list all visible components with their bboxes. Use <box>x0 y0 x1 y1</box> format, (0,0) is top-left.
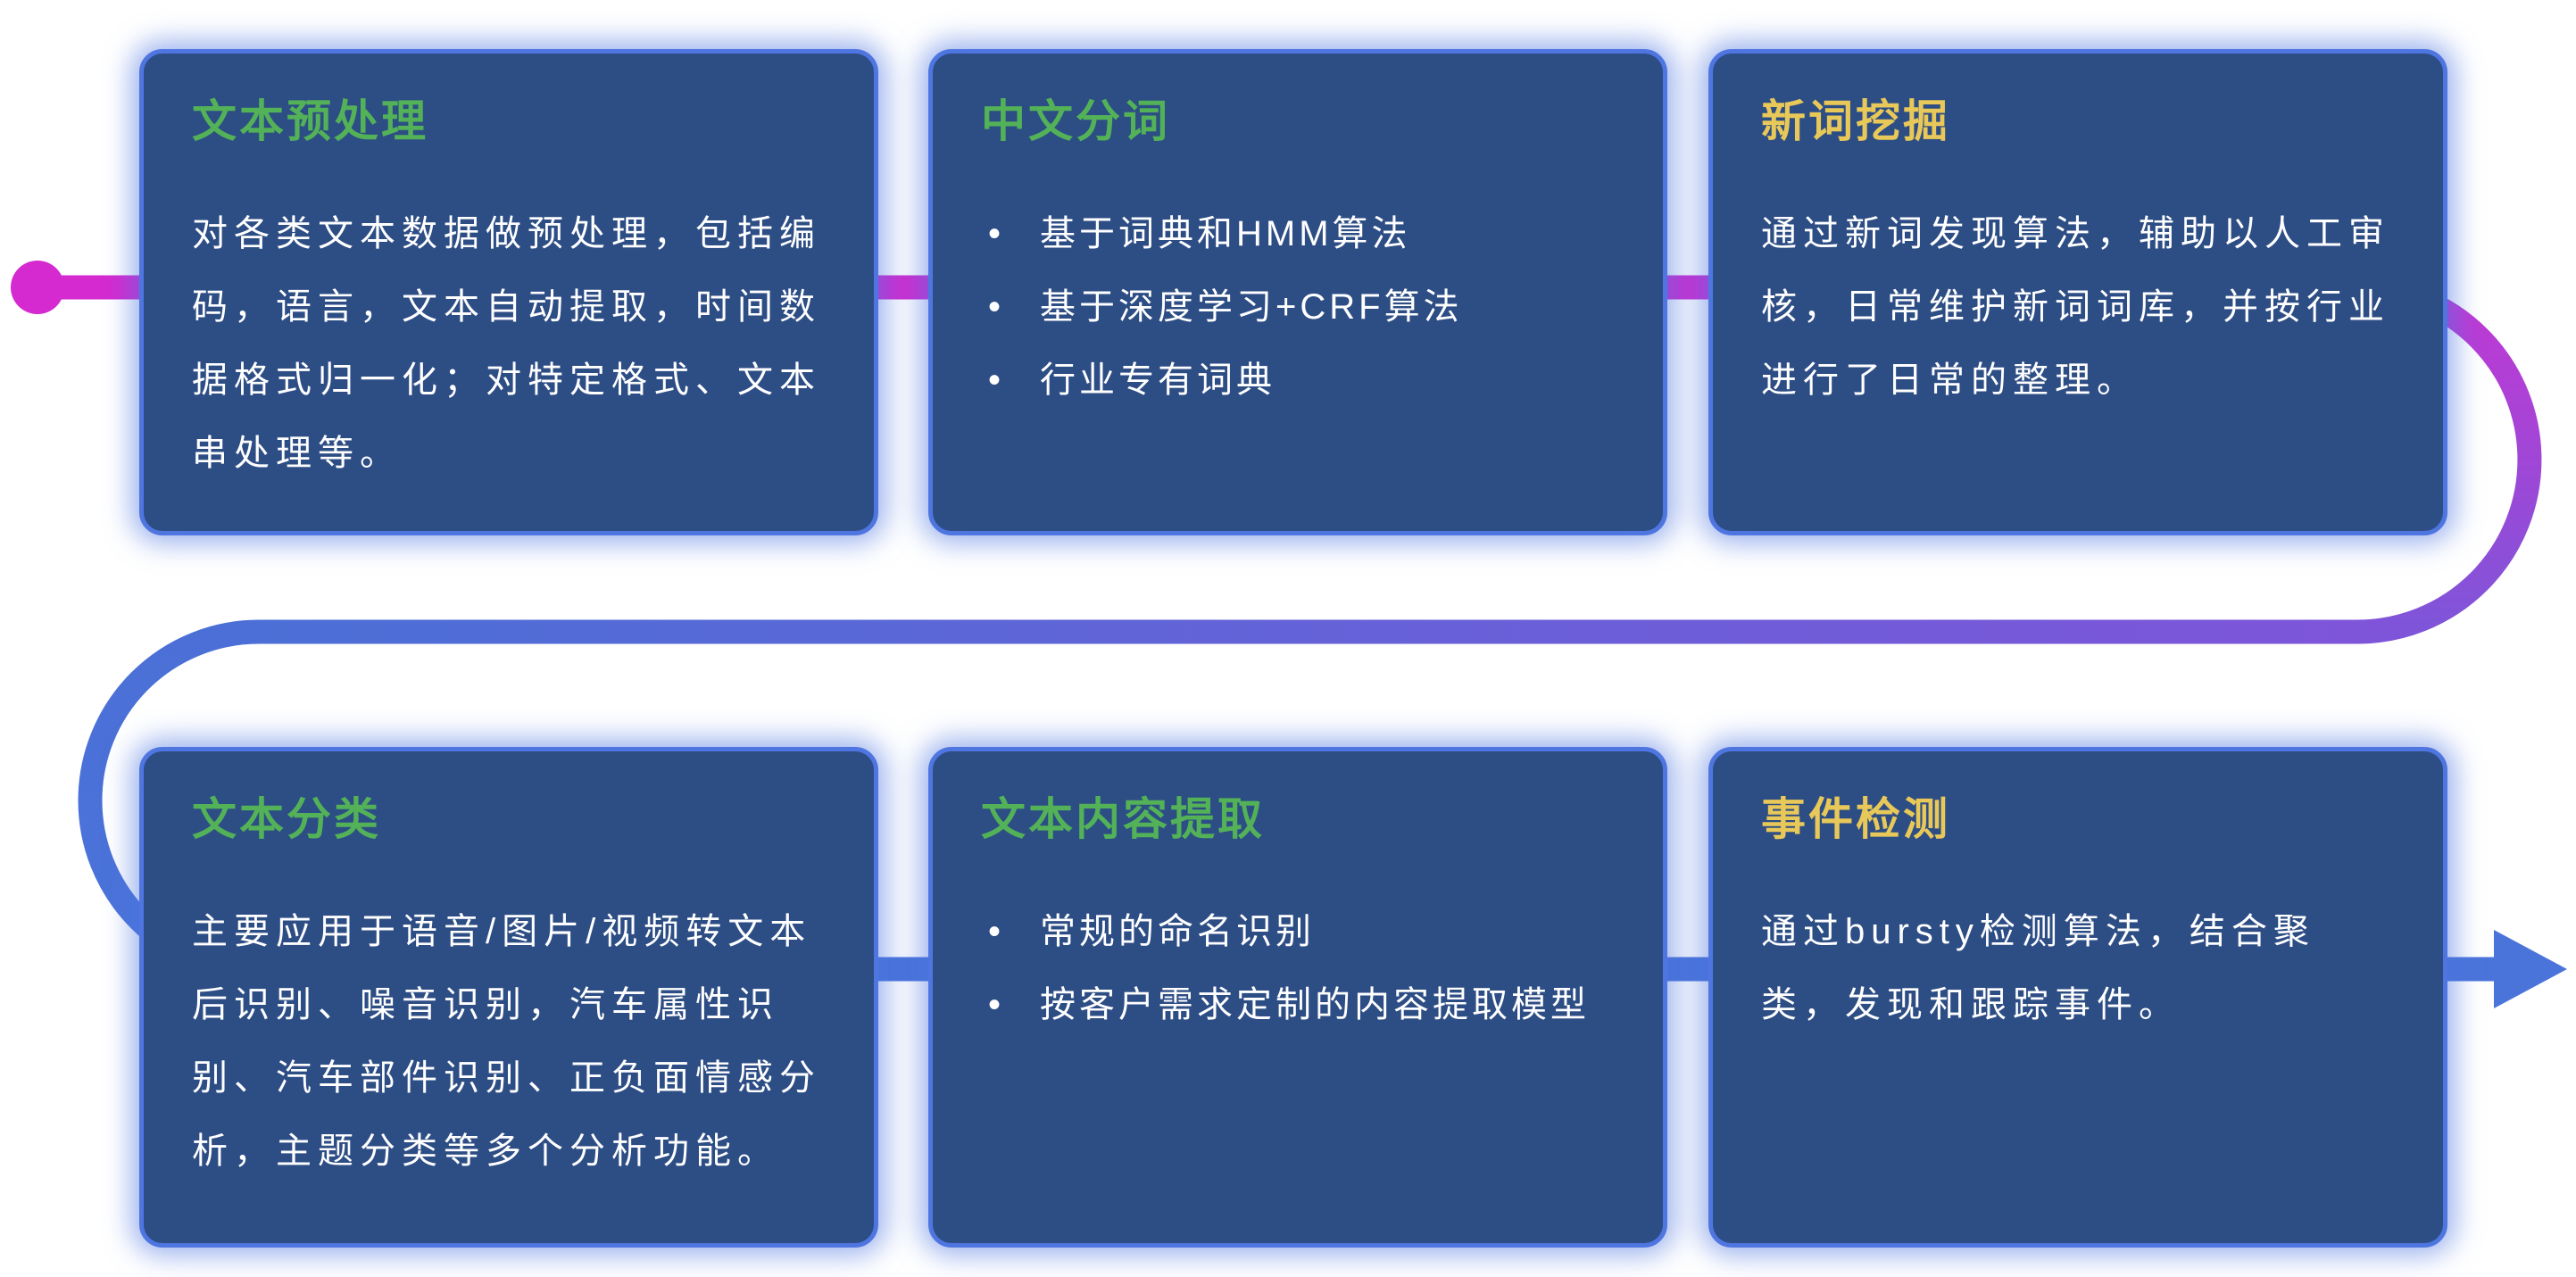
flow-arrowhead <box>2494 930 2567 1008</box>
bullet-item: 基于深度学习+CRF算法 <box>981 270 1616 344</box>
bullet-item: 按客户需求定制的内容提取模型 <box>981 968 1616 1041</box>
bullet-item: 常规的命名识别 <box>981 895 1616 968</box>
card-body: 通过新词发现算法，辅助以人工审核，日常维护新词词库，并按行业进行了日常的整理。 <box>1761 214 2390 400</box>
card-text-content-extraction: 文本内容提取 常规的命名识别 按客户需求定制的内容提取模型 <box>928 747 1667 1248</box>
card-body: 通过bursty检测算法，结合聚类，发现和跟踪事件。 <box>1761 912 2315 1024</box>
card-body: 主要应用于语音/图片/视频转文本后识别、噪音识别，汽车属性识别、汽车部件识别、正… <box>192 912 821 1171</box>
bullet-list: 基于词典和HMM算法 基于深度学习+CRF算法 行业专有词典 <box>981 197 1616 417</box>
card-body: 对各类文本数据做预处理，包括编码，语言，文本自动提取，时间数据格式归一化；对特定… <box>192 214 821 473</box>
card-title: 文本预处理 <box>192 96 428 146</box>
card-chinese-word-segmentation: 中文分词 基于词典和HMM算法 基于深度学习+CRF算法 行业专有词典 <box>928 49 1667 535</box>
card-event-detection: 事件检测 通过bursty检测算法，结合聚类，发现和跟踪事件。 <box>1708 747 2447 1248</box>
bullet-item: 基于词典和HMM算法 <box>981 197 1616 270</box>
card-text-preprocessing: 文本预处理 对各类文本数据做预处理，包括编码，语言，文本自动提取，时间数据格式归… <box>139 49 878 535</box>
bullet-item: 行业专有词典 <box>981 344 1616 417</box>
card-title: 中文分词 <box>981 96 1170 146</box>
card-title: 新词挖掘 <box>1761 96 1950 146</box>
card-new-word-mining: 新词挖掘 通过新词发现算法，辅助以人工审核，日常维护新词词库，并按行业进行了日常… <box>1708 49 2447 535</box>
card-title: 文本分类 <box>192 794 381 844</box>
card-text-classification: 文本分类 主要应用于语音/图片/视频转文本后识别、噪音识别，汽车属性识别、汽车部… <box>139 747 878 1248</box>
bullet-list: 常规的命名识别 按客户需求定制的内容提取模型 <box>981 895 1616 1041</box>
card-title: 事件检测 <box>1761 794 1950 844</box>
card-title: 文本内容提取 <box>981 794 1265 844</box>
